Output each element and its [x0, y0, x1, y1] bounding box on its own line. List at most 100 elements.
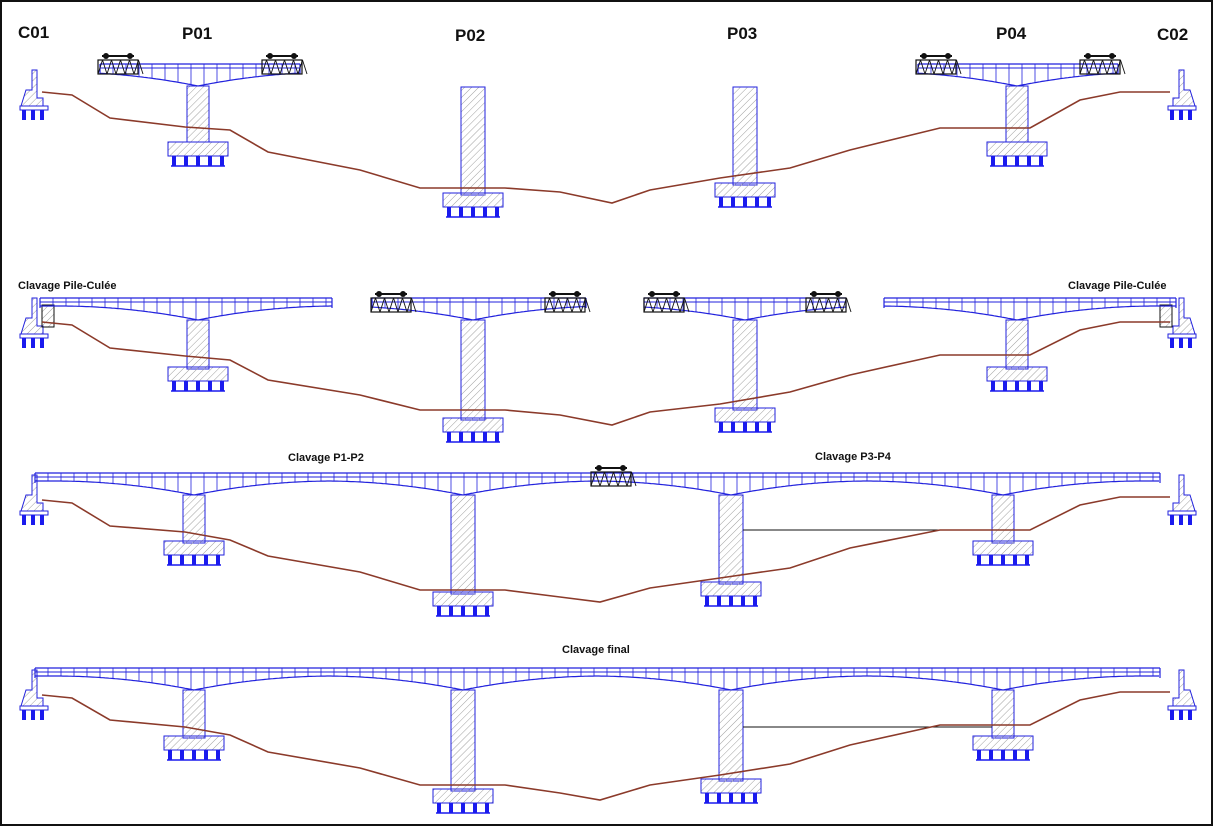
pile: [196, 381, 200, 391]
pile: [991, 381, 995, 391]
pile: [22, 338, 26, 348]
truss-diagonal: [1102, 59, 1108, 75]
pile: [437, 606, 441, 616]
stage-2-clavage-pile-culee: [19, 291, 1197, 443]
pile: [1027, 381, 1031, 391]
pile: [1025, 555, 1029, 565]
pile: [1188, 110, 1192, 120]
pile: [705, 793, 709, 803]
pile: [31, 338, 35, 348]
truss-jack: [267, 53, 273, 59]
pier-shaft: [718, 494, 744, 585]
pile: [172, 381, 176, 391]
label-clavage-p1-p2: Clavage P1-P2: [288, 452, 364, 464]
pile: [1170, 710, 1174, 720]
pile: [989, 750, 993, 760]
truss-diagonal: [266, 59, 272, 75]
pile: [31, 110, 35, 120]
truss-diagonal: [608, 471, 614, 487]
truss-diagonal: [938, 59, 944, 75]
truss-diagonal: [1111, 59, 1117, 75]
launching-truss: [261, 59, 303, 75]
truss-diagonal: [558, 297, 564, 313]
pile: [1015, 156, 1019, 166]
truss-diagonal: [675, 297, 681, 313]
stage-1-cantilevers: [19, 53, 1197, 218]
truss-jack: [835, 291, 841, 297]
truss-diagonal: [933, 59, 939, 75]
pier-shaft: [182, 689, 206, 739]
pile: [40, 338, 44, 348]
truss-diagonal: [97, 59, 103, 75]
pier-shaft: [732, 86, 758, 186]
truss-jack: [1085, 53, 1091, 59]
truss-diagonal: [388, 297, 394, 313]
truss-diagonal: [590, 471, 596, 487]
truss-diagonal: [810, 297, 816, 313]
truss-diagonal: [567, 297, 573, 313]
truss-diagonal: [370, 297, 376, 313]
pile: [22, 515, 26, 525]
label-clavage-final: Clavage final: [562, 644, 630, 656]
stage-3-clavage-p1-p2-p3-p4: [19, 465, 1197, 617]
truss-diagonal: [1079, 59, 1085, 75]
truss-diagonal: [595, 471, 601, 487]
truss-diagonal: [956, 59, 962, 75]
deck-soffit: [883, 305, 1176, 321]
truss-diagonal: [549, 297, 555, 313]
truss-diagonal: [375, 297, 381, 313]
pier-shaft: [450, 689, 476, 792]
pile: [180, 555, 184, 565]
truss-diagonal: [661, 297, 667, 313]
pile-cap: [700, 778, 762, 794]
pier-shaft: [991, 494, 1015, 544]
truss-diagonal: [562, 297, 568, 313]
launching-truss: [915, 59, 957, 75]
pile: [753, 793, 757, 803]
pile: [483, 207, 487, 217]
truss-diagonal: [120, 59, 126, 75]
pier-shaft: [991, 689, 1015, 739]
truss-diagonal: [138, 59, 144, 75]
truss-jack: [574, 291, 580, 297]
pile: [22, 110, 26, 120]
pile: [991, 156, 995, 166]
launching-truss: [544, 297, 586, 313]
label-c01: C01: [18, 23, 49, 42]
label-p02: P02: [455, 26, 485, 45]
truss-diagonal: [261, 59, 267, 75]
pile: [729, 793, 733, 803]
pile: [495, 432, 499, 442]
pile: [719, 197, 723, 207]
pile: [1013, 555, 1017, 565]
pile: [196, 156, 200, 166]
pile: [40, 710, 44, 720]
label-clavage-pile-culee-left: Clavage Pile-Culée: [18, 280, 116, 292]
pier-shaft: [186, 85, 210, 143]
truss-diagonal: [411, 297, 417, 313]
truss-diagonal: [293, 59, 299, 75]
pile: [989, 555, 993, 565]
pile: [755, 197, 759, 207]
truss-diagonal: [666, 297, 672, 313]
truss-diagonal: [652, 297, 658, 313]
pile: [220, 156, 224, 166]
truss-jack: [811, 291, 817, 297]
truss-diagonal: [279, 59, 285, 75]
pile: [449, 606, 453, 616]
truss-diagonal: [846, 297, 852, 313]
launching-truss: [590, 471, 632, 487]
pile-cap: [442, 192, 504, 208]
truss-diagonal: [553, 297, 559, 313]
pile: [1013, 750, 1017, 760]
truss-diagonal: [288, 59, 294, 75]
pile: [977, 750, 981, 760]
truss-diagonal: [544, 297, 550, 313]
terrain-profile: [41, 321, 1170, 426]
pile: [220, 381, 224, 391]
truss-diagonal: [1088, 59, 1094, 75]
pile: [717, 793, 721, 803]
pier-shaft: [460, 86, 486, 196]
truss-diagonal: [626, 471, 632, 487]
pile: [1179, 710, 1183, 720]
